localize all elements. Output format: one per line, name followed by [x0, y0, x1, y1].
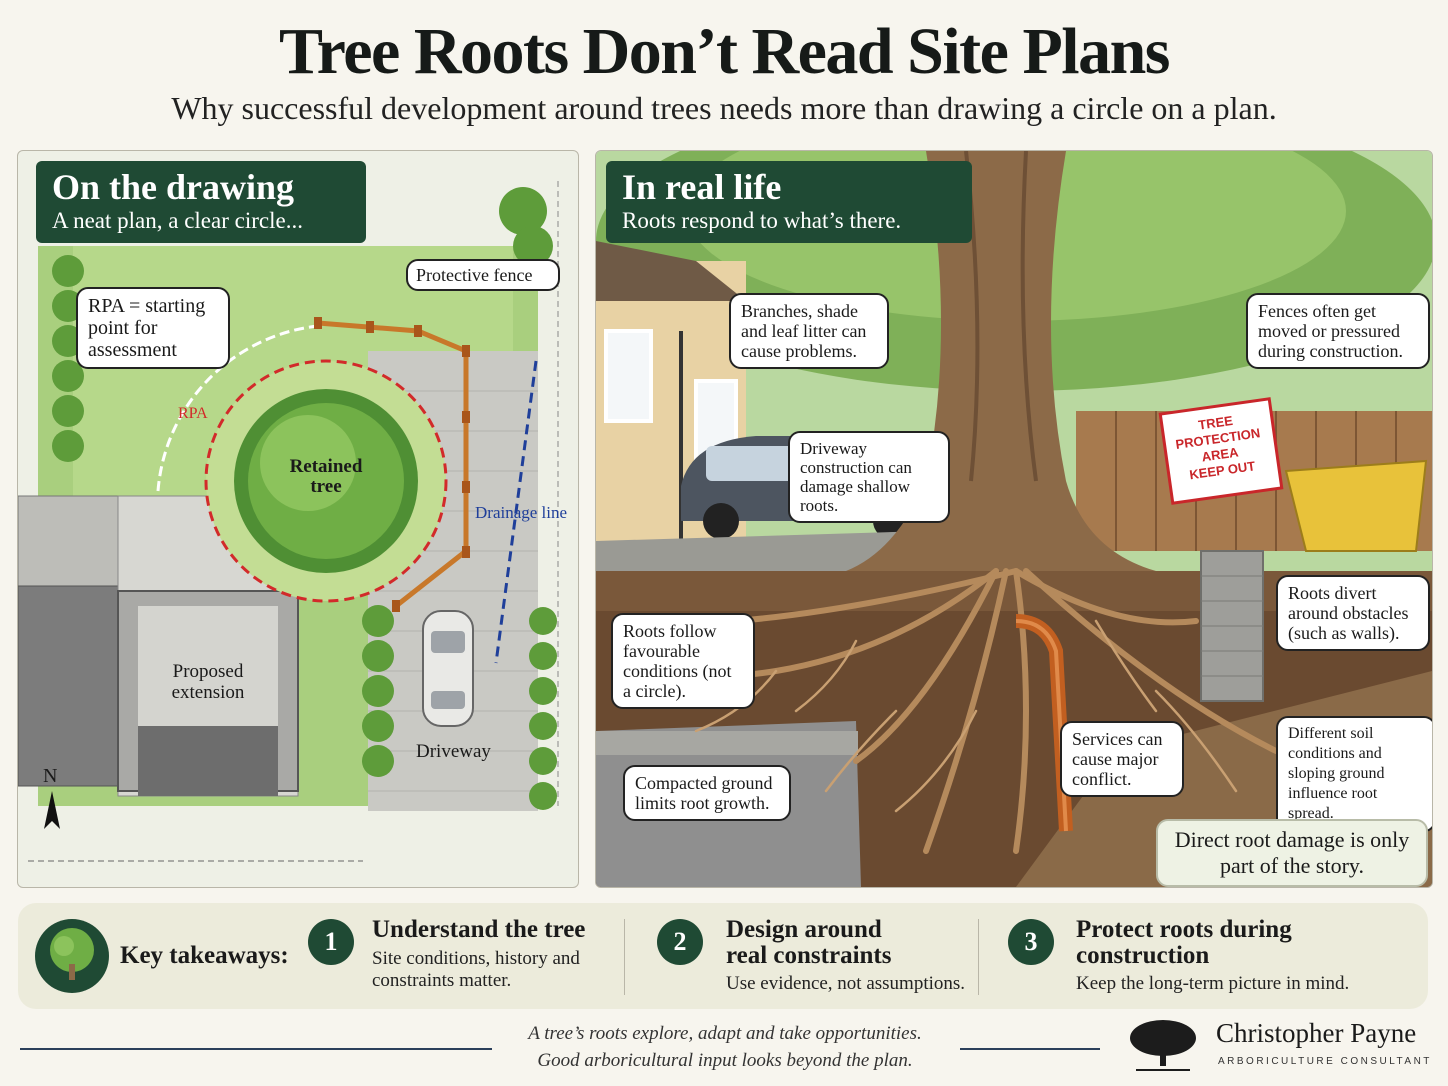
plan-heading: On the drawing [52, 167, 295, 207]
drainage-line [494, 360, 538, 664]
takeaway-title-1: Understand the tree [372, 916, 586, 943]
label-driveway: Driveway [416, 741, 491, 762]
takeaway-divider [624, 919, 625, 995]
existing-roof [18, 585, 119, 787]
oak-tree-logo-icon [1130, 1020, 1196, 1071]
house-window [604, 329, 653, 423]
existing-building [18, 495, 119, 587]
real-life-header: In real life Roots respond to what’s the… [606, 161, 972, 243]
callout-compacted-ground: Compacted ground limits root growth. [623, 765, 791, 821]
page-subtitle: Why successful development around trees … [171, 90, 1277, 126]
takeaway-text-1: Site conditions, history and constraints… [372, 948, 580, 991]
takeaway-text-3: Keep the long-term picture in mind. [1076, 973, 1350, 994]
footer-rule-left [20, 1048, 492, 1050]
key-takeaways-bar: Key takeaways: 1 Understand the tree Sit… [18, 903, 1428, 1009]
takeaways-label: Key takeaways: [120, 942, 289, 969]
label-proposed-extension: Proposed extension [171, 661, 245, 703]
callout-soil-conditions: Different soil conditions and sloping gr… [1276, 716, 1432, 832]
callout-driveway: Driveway construction can damage shallow… [788, 431, 950, 523]
tree-protection-sign [1158, 397, 1284, 505]
takeaway-number-1: 1 [308, 919, 354, 965]
takeaway-number-3: 3 [1008, 919, 1054, 965]
page-title: Tree Roots Don’t Read Site Plans [279, 15, 1171, 88]
takeaway-title-2: Design around real constraints [726, 916, 892, 969]
callout-follow-conditions: Roots follow favourable conditions (not … [611, 613, 755, 709]
label-drainage-line: Drainage line [475, 503, 568, 522]
brand-name: Christopher Payne [1216, 1018, 1417, 1048]
callout-services: Services can cause major conflict. [1060, 721, 1184, 797]
tree-trunk [846, 151, 1156, 571]
extension-lower-roof [138, 726, 278, 796]
real-life-heading: In real life [622, 167, 782, 207]
real-life-panel: TREE PROTECTION AREA KEEP OUT In real li… [595, 150, 1433, 888]
takeaway-divider [978, 919, 979, 995]
callout-branches: Branches, shade and leaf litter can caus… [729, 293, 889, 369]
extension-highlight [138, 606, 278, 726]
brand-tagline: ARBORICULTURE CONSULTANT [1218, 1056, 1432, 1067]
tree-logo-icon [35, 919, 109, 993]
plan-panel: On the drawing A neat plan, a clear circ… [17, 150, 579, 888]
skip-container [1284, 459, 1428, 552]
real-life-subheading: Roots respond to what’s there. [622, 208, 902, 233]
footer-quote-line-1: A tree’s roots explore, adapt and take o… [528, 1023, 922, 1044]
callout-protective-fence: Protective fence [406, 259, 560, 291]
label-rpa: RPA [178, 405, 208, 422]
sign-text: TREE PROTECTION AREA KEEP OUT [1167, 409, 1271, 486]
label-retained-tree: Retained tree [289, 456, 363, 497]
callout-divert-obstacles: Roots divert around obstacles (such as w… [1276, 575, 1430, 651]
plan-subheading: A neat plan, a clear circle... [52, 208, 303, 233]
footer-rule-right [960, 1048, 1100, 1050]
takeaway-title-3: Protect roots during construction [1076, 916, 1292, 969]
callout-fences: Fences often get moved or pressured duri… [1246, 293, 1430, 369]
footer-quote: A tree’s roots explore, adapt and take o… [500, 1020, 950, 1074]
takeaway-text-2: Use evidence, not assumptions. [726, 973, 966, 994]
footer-quote-line-2: Good arboricultural input looks beyond t… [537, 1050, 913, 1071]
plan-header: On the drawing A neat plan, a clear circ… [36, 161, 366, 243]
site-plan-illustration [18, 181, 559, 862]
label-north: N [43, 765, 58, 787]
callout-rpa-assessment: RPA = starting point for assessment [76, 287, 230, 369]
takeaway-number-2: 2 [657, 919, 703, 965]
callout-direct-damage: Direct root damage is only part of the s… [1156, 819, 1428, 887]
north-arrow-icon [44, 791, 60, 829]
